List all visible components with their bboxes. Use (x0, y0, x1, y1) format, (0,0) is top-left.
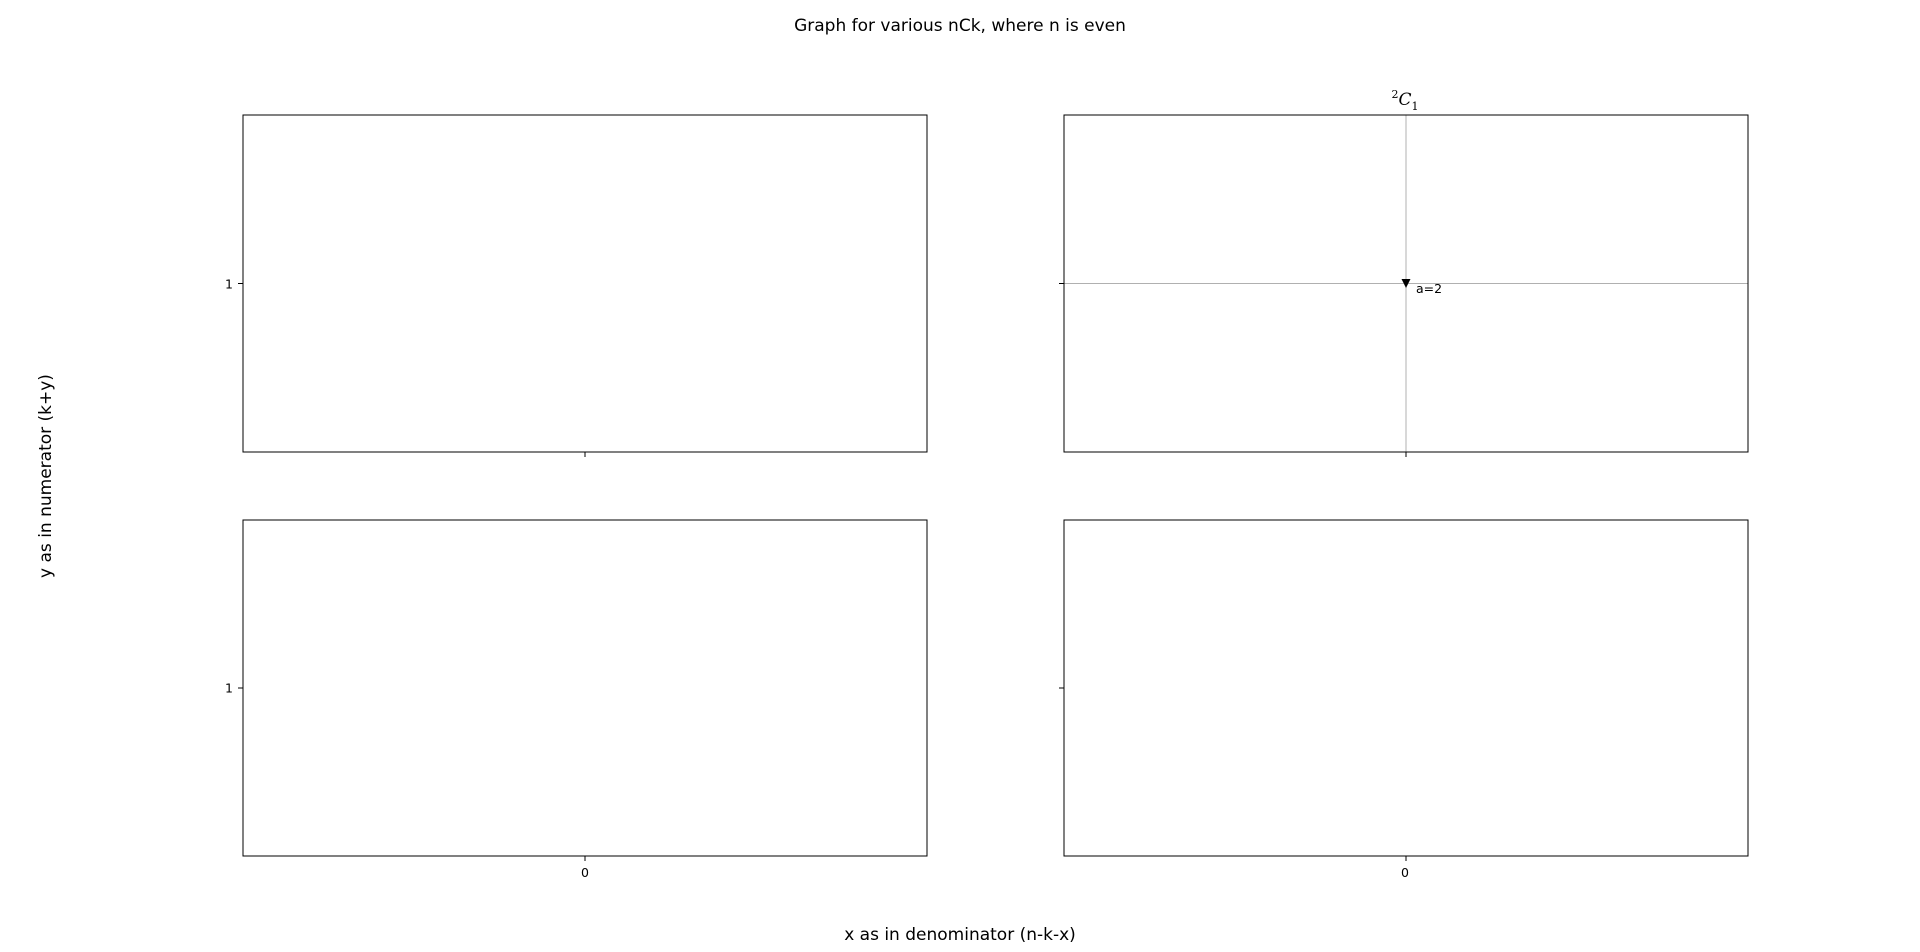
y-axis-label: y as in numerator (k+y) (36, 374, 56, 578)
x-axis-label: x as in denominator (n-k-x) (844, 925, 1076, 945)
data-point-top-right-0 (1401, 279, 1411, 288)
point-annotation-a2: a=2 (1416, 281, 1443, 296)
x-tick-label-bottom-left: 0 (581, 865, 589, 880)
subplot-title-top-right: 2C1 (1391, 88, 1419, 113)
axes-frame-bottom-right (1063, 519, 1749, 857)
y-tick-label-bottom-left: 1 (225, 680, 233, 696)
axes-frame-top-left (242, 114, 928, 453)
y-tick-label-top-left: 1 (225, 276, 233, 292)
axes-frame-bottom-left (242, 519, 928, 857)
figure-title: Graph for various nCk, where n is even (794, 16, 1126, 36)
x-tick-label-bottom-right: 0 (1401, 865, 1409, 880)
